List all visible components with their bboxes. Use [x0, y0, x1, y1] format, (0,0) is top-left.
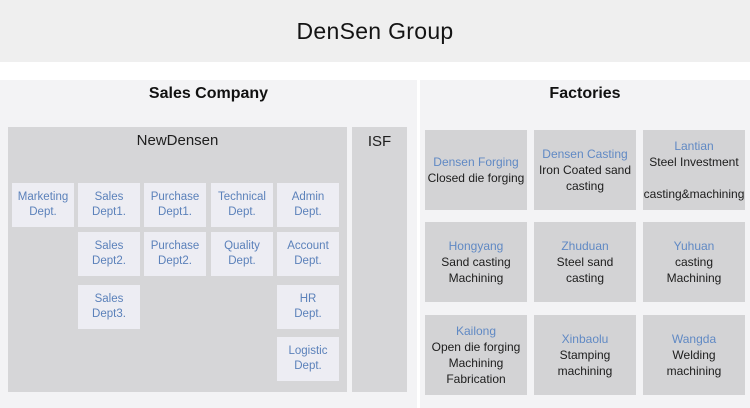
factory-description-line: Steel sand casting	[556, 255, 614, 285]
dept-label: Sales	[94, 191, 124, 203]
factory-description-line: Iron Coated sand casting	[538, 163, 632, 193]
dept-hr: HR Dept.	[277, 285, 339, 329]
factory-description-line: Fabrication	[446, 372, 506, 386]
factory-description-line: Machining	[448, 356, 504, 370]
dept-admin: Admin Dept.	[277, 183, 339, 227]
dept-label: Dept.	[29, 206, 57, 218]
dept-label: Dept2.	[92, 255, 126, 267]
dept-label: Dept1.	[158, 206, 192, 218]
factory-name: Kailong	[455, 324, 497, 338]
factory-description-line: Closed die forging	[427, 171, 525, 185]
dept-label: Dept.	[294, 206, 322, 218]
newdensen-container: NewDensen Marketing Dept. Sales Dept1. P…	[8, 127, 347, 392]
dept-label: Marketing	[17, 191, 69, 203]
factory-description-line: machining	[557, 364, 613, 378]
dept-account: Account Dept.	[277, 232, 339, 276]
dept-label: Purchase	[150, 191, 200, 203]
dept-label: Quality	[224, 240, 260, 252]
factory-densen-casting: Densen Casting Iron Coated sand casting	[534, 130, 636, 210]
factory-name: Densen Forging	[433, 155, 519, 169]
factory-densen-forging: Densen Forging Closed die forging	[425, 130, 527, 210]
dept-purchase1: Purchase Dept1.	[144, 183, 206, 227]
dept-label: Dept.	[228, 206, 256, 218]
factory-name: Lantian	[674, 139, 714, 153]
dept-purchase2: Purchase Dept2.	[144, 232, 206, 276]
dept-label: Sales	[94, 293, 124, 305]
dept-label: Dept2.	[158, 255, 192, 267]
dept-label: HR	[299, 293, 317, 305]
dept-label: Dept1.	[92, 206, 126, 218]
factory-description-line: Machining	[448, 271, 504, 285]
factory-description-line: Welding	[672, 348, 716, 362]
dept-label: Purchase	[150, 240, 200, 252]
factory-kailong: Kailong Open die forging Machining Fabri…	[425, 315, 527, 395]
dept-technical: Technical Dept.	[211, 183, 273, 227]
factory-description-line: Machining	[666, 271, 722, 285]
dept-sales2: Sales Dept2.	[78, 232, 140, 276]
dept-label: Admin	[291, 191, 325, 203]
factory-name: Zhuduan	[561, 239, 609, 253]
dept-sales3: Sales Dept3.	[78, 285, 140, 329]
dept-logistic: Logistic Dept.	[277, 337, 339, 381]
dept-quality: Quality Dept.	[211, 232, 273, 276]
factory-description-line: Stamping	[559, 348, 611, 362]
dept-sales1: Sales Dept1.	[78, 183, 140, 227]
factory-description-line: Steel Investment	[649, 155, 739, 169]
dept-label: Sales	[94, 240, 124, 252]
factory-zhuduan: Zhuduan Steel sand casting	[534, 222, 636, 302]
isf-label: ISF	[367, 133, 392, 150]
dept-label: Dept.	[294, 360, 322, 372]
factory-description-line: casting	[674, 255, 714, 269]
page-header: DenSen Group	[0, 0, 750, 62]
factories-title: Factories	[549, 85, 621, 102]
factory-yuhuan: Yuhuan casting Machining	[643, 222, 745, 302]
newdensen-label: NewDensen	[136, 132, 219, 149]
dept-label: Dept3.	[92, 308, 126, 320]
isf-column: ISF	[352, 127, 407, 392]
dept-label: Dept.	[294, 255, 322, 267]
factory-description-line: machining	[666, 364, 722, 378]
factory-name: Yuhuan	[673, 239, 715, 253]
factory-description-line: casting&machining	[643, 187, 745, 201]
sales-company-title: Sales Company	[148, 85, 269, 102]
factory-name: Hongyang	[448, 239, 504, 253]
dept-label: Dept.	[228, 255, 256, 267]
factory-name: Densen Casting	[542, 147, 628, 161]
factory-name: Wangda	[671, 332, 717, 346]
dept-marketing: Marketing Dept.	[12, 183, 74, 227]
dept-label: Dept.	[294, 308, 322, 320]
dept-label: Logistic	[288, 345, 328, 357]
sales-company-panel: Sales Company NewDensen Marketing Dept. …	[0, 80, 417, 408]
factory-hongyang: Hongyang Sand casting Machining	[425, 222, 527, 302]
page-title: DenSen Group	[296, 17, 454, 44]
factory-name: Xinbaolu	[561, 332, 609, 346]
dept-label: Technical	[218, 191, 266, 203]
factory-description-line: Sand casting	[441, 255, 511, 269]
factory-description-line: Open die forging	[431, 340, 521, 354]
factory-lantian: Lantian Steel Investment casting&machini…	[643, 130, 745, 210]
factories-panel: Factories Densen Forging Closed die forg…	[420, 80, 750, 408]
factory-wangda: Wangda Welding machining	[643, 315, 745, 395]
factory-xinbaolu: Xinbaolu Stamping machining	[534, 315, 636, 395]
dept-label: Account	[287, 240, 329, 252]
